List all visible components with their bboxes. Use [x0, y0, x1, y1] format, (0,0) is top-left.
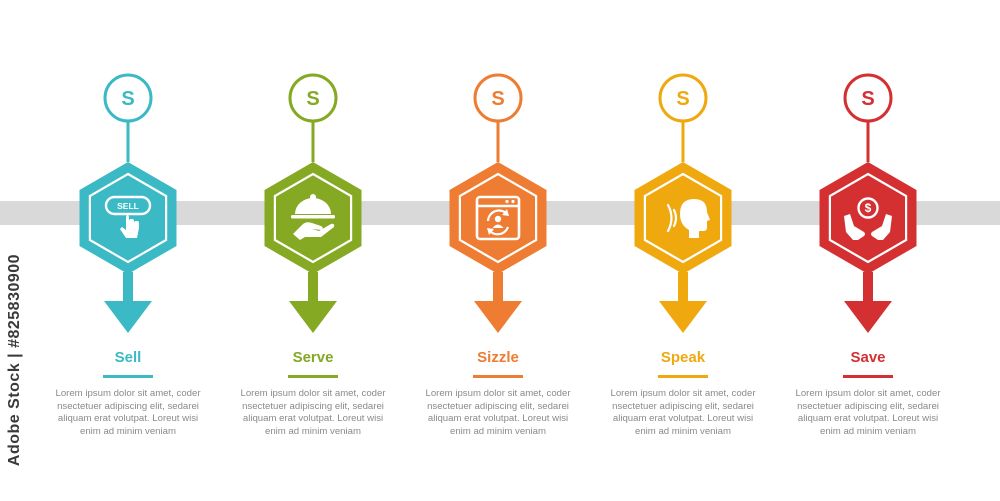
- hexagon-inner-outline: [273, 172, 353, 264]
- letter-badge: [103, 73, 153, 123]
- arrow-down-icon: [474, 301, 522, 333]
- step-title: Sizzle: [477, 349, 519, 366]
- arrow-down-icon: [659, 301, 707, 333]
- letter-badge: [473, 73, 523, 123]
- letter-badge-text: S: [121, 88, 134, 110]
- sell-icon-label: SELL: [117, 201, 139, 211]
- step-description: Lorem ipsum dolor sit amet, coder nsecte…: [55, 388, 201, 437]
- arrow-stem: [863, 272, 873, 305]
- title-underline: [843, 375, 893, 378]
- arrow-down-icon: [844, 301, 892, 333]
- step-speak: S: [634, 73, 732, 378]
- letter-badge-text: S: [676, 88, 689, 110]
- step-description: Lorem ipsum dolor sit amet, coder nsecte…: [240, 388, 386, 437]
- title-underline: [658, 375, 708, 378]
- letter-badge: [288, 73, 338, 123]
- step-description: Lorem ipsum dolor sit amet, coder nsecte…: [425, 388, 571, 437]
- hexagon-inner-outline: [643, 172, 723, 264]
- serving-cloche-icon: [291, 194, 335, 240]
- step-title: Speak: [660, 349, 706, 366]
- letter-badge-text: S: [306, 88, 319, 110]
- step-save: S$: [819, 73, 917, 378]
- step-serve: S: [264, 73, 362, 378]
- hands-coin-icon: $: [844, 197, 892, 240]
- coin-symbol: $: [865, 201, 872, 215]
- letter-badge-text: S: [491, 88, 504, 110]
- watermark-side: Adobe Stock | #825830900: [4, 253, 26, 467]
- watermark-side-text: Adobe Stock | #825830900: [6, 253, 24, 467]
- step-title: Serve: [292, 349, 334, 366]
- arrow-stem: [308, 272, 318, 305]
- browser-user-refresh-icon: [475, 195, 521, 241]
- step-sell: S SELL: [79, 73, 177, 378]
- step-description: Lorem ipsum dolor sit amet, coder nsecte…: [795, 388, 941, 437]
- step-sizzle: S: [449, 73, 547, 378]
- speaking-head-icon: [666, 199, 710, 238]
- hexagon-inner-outline: [828, 172, 908, 264]
- letter-badge: [843, 73, 893, 123]
- letter-badge-text: S: [861, 88, 874, 110]
- arrow-down-icon: [289, 301, 337, 333]
- title-underline: [103, 375, 153, 378]
- step-description: Lorem ipsum dolor sit amet, coder nsecte…: [610, 388, 756, 437]
- title-underline: [288, 375, 338, 378]
- arrow-down-icon: [104, 301, 152, 333]
- arrow-stem: [493, 272, 503, 305]
- arrow-stem: [678, 272, 688, 305]
- hexagon-inner-outline: [458, 172, 538, 264]
- step-title: Save: [850, 349, 886, 366]
- letter-badge: [658, 73, 708, 123]
- hexagon-inner-outline: [88, 172, 168, 264]
- step-title: Sell: [114, 349, 142, 366]
- title-underline: [473, 375, 523, 378]
- arrow-stem: [123, 272, 133, 305]
- sell-button-click-icon: SELL: [104, 195, 152, 238]
